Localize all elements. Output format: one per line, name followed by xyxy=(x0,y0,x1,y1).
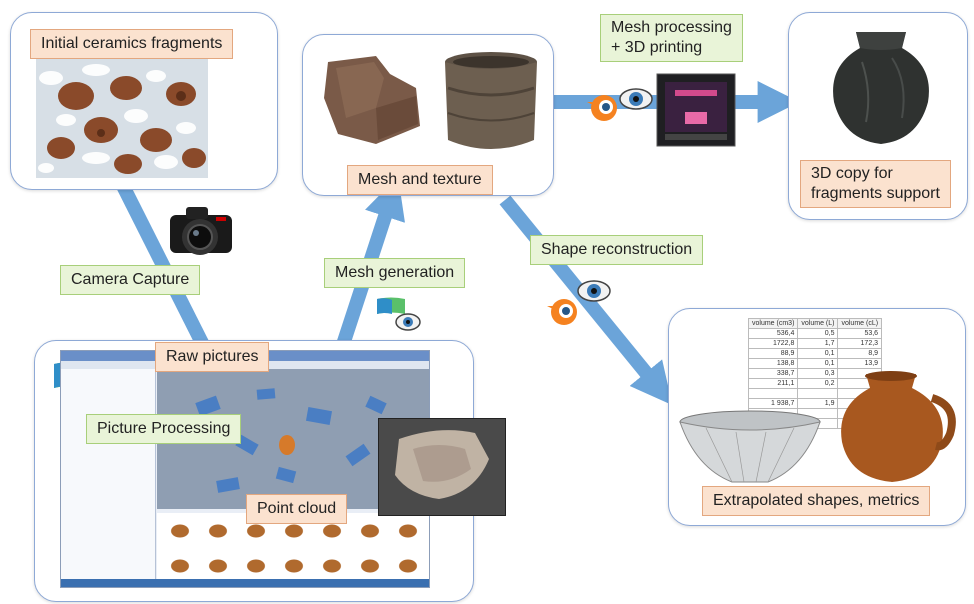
camera-icon xyxy=(166,203,240,265)
cell: 138,8 xyxy=(747,358,799,369)
thumbnail xyxy=(245,523,267,539)
thumbnail xyxy=(321,523,343,539)
3d-copy-line1: 3D copy for xyxy=(811,165,893,182)
cell: 8,9 xyxy=(837,348,883,359)
label-point-cloud: Point cloud xyxy=(246,494,348,524)
thumbnail xyxy=(359,558,381,574)
label-mesh-processing: Mesh processing + 3D printing xyxy=(600,14,743,62)
cell: 0,1 xyxy=(797,348,839,359)
thumbnail xyxy=(283,523,305,539)
thumbnail xyxy=(397,523,419,539)
printed-pot-render xyxy=(822,22,940,150)
cell: 13,9 xyxy=(837,358,883,369)
label-shape-reconstruction: Shape reconstruction xyxy=(530,235,704,265)
blender-logo-icon-2 xyxy=(545,292,581,328)
volume-table-header: volume (cm3) volume (L) volume (cL) xyxy=(747,318,883,329)
label-initial-fragments: Initial ceramics fragments xyxy=(30,29,234,59)
mesh-processing-line2: + 3D printing xyxy=(611,39,703,56)
label-picture-processing: Picture Processing xyxy=(86,414,242,444)
cell: 1722,8 xyxy=(747,338,799,349)
col-volume-cl: volume (cL) xyxy=(837,318,883,329)
thumbnail xyxy=(169,558,191,574)
window-left-pane xyxy=(61,369,156,579)
cell: 1,7 xyxy=(797,338,839,349)
window-taskbar xyxy=(61,579,429,587)
label-mesh-and-texture: Mesh and texture xyxy=(347,165,493,195)
thumbnail xyxy=(207,558,229,574)
point-cloud-preview xyxy=(378,418,506,516)
3d-printer-icon xyxy=(655,72,737,148)
pot-render-1 xyxy=(438,48,544,154)
cell: 172,3 xyxy=(837,338,883,349)
thumbnail xyxy=(169,523,191,539)
thumbnail xyxy=(321,558,343,574)
cell: 88,9 xyxy=(747,348,799,359)
eye-icon xyxy=(618,84,654,114)
cell: 53,6 xyxy=(837,328,883,339)
bowl-render xyxy=(676,408,824,488)
thumbnail xyxy=(359,523,381,539)
cell: 0,1 xyxy=(797,358,839,369)
label-extrapolated: Extrapolated shapes, metrics xyxy=(702,486,931,516)
eye-icon-2 xyxy=(576,276,612,306)
eye-icon-3 xyxy=(394,310,422,334)
cell: 338,7 xyxy=(747,368,799,379)
col-volume-l: volume (L) xyxy=(797,318,839,329)
thumbnail xyxy=(245,558,267,574)
label-mesh-generation: Mesh generation xyxy=(324,258,466,288)
mesh-processing-line1: Mesh processing xyxy=(611,19,732,36)
cell: 1 938,7 xyxy=(747,398,799,409)
blender-logo-icon xyxy=(585,88,621,124)
thumbnail xyxy=(207,523,229,539)
cell xyxy=(747,388,799,399)
fragments-photo xyxy=(36,58,208,178)
software-window xyxy=(60,350,430,588)
3d-copy-line2: fragments support xyxy=(811,185,940,202)
thumbnail-strip xyxy=(157,513,429,579)
thumbnail xyxy=(397,558,419,574)
cell: 0,5 xyxy=(797,328,839,339)
jar-render xyxy=(832,368,958,486)
sherd-render-1 xyxy=(316,48,426,148)
thumbnail xyxy=(283,558,305,574)
cell: 536,4 xyxy=(747,328,799,339)
label-raw-pictures: Raw pictures xyxy=(155,342,270,372)
label-camera-capture: Camera Capture xyxy=(60,265,201,295)
col-volume-cm3: volume (cm3) xyxy=(747,318,799,329)
cell: 211,1 xyxy=(747,378,799,389)
photoscan-logo-icon-2 xyxy=(376,296,406,316)
label-3d-copy: 3D copy for fragments support xyxy=(800,160,951,208)
